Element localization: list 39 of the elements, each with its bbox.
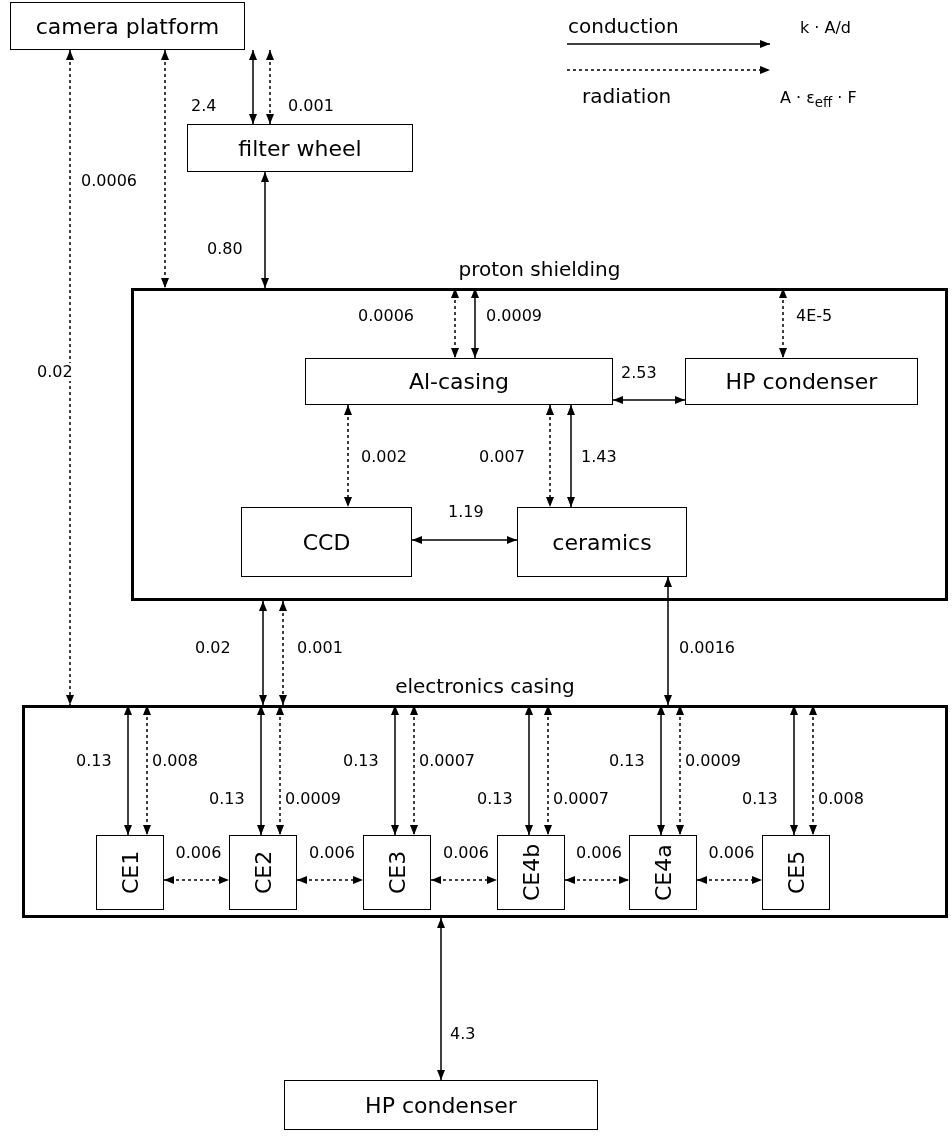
- formula-label: A · ε$_{eff}$ · F: [780, 88, 857, 111]
- component-box: ceramics: [517, 507, 687, 577]
- group-heading: proton shielding: [457, 257, 622, 281]
- component-box: Al-casing: [305, 358, 613, 405]
- connector-arrow: [266, 49, 274, 125]
- formula-label: k · A/d: [800, 18, 851, 37]
- connector-arrow: [259, 600, 267, 706]
- connector-arrow: [430, 876, 498, 884]
- connector-arrow: [411, 536, 518, 544]
- connector-arrow: [249, 49, 257, 125]
- connector-arrow: [437, 917, 445, 1081]
- component-box: CE4a: [629, 835, 697, 910]
- connector-arrow: [567, 404, 575, 508]
- connector-arrow: [66, 49, 74, 706]
- connector-arrow: [546, 404, 554, 508]
- component-box: CE1: [96, 835, 164, 910]
- connector-arrow: [161, 49, 169, 289]
- connector-arrow: [344, 404, 352, 508]
- component-box: camera platform: [10, 2, 245, 50]
- legend-text: radiation: [582, 84, 672, 108]
- connector-arrow: [261, 171, 269, 289]
- legend-text: conduction: [568, 14, 679, 38]
- edge-label: 0.02: [36, 363, 74, 381]
- group-heading: electronics casing: [394, 674, 576, 698]
- component-box: CE3: [363, 835, 431, 910]
- component-box: filter wheel: [187, 124, 413, 172]
- component-box: HP condenser: [685, 358, 918, 405]
- component-box: CE4b: [497, 835, 565, 910]
- connector-arrow: [296, 876, 364, 884]
- component-box: CE2: [229, 835, 297, 910]
- connector-arrow: [664, 576, 672, 706]
- component-box: HP condenser: [284, 1080, 598, 1130]
- connector-arrow: [564, 876, 630, 884]
- component-box: CCD: [241, 507, 412, 577]
- component-box: CE5: [762, 835, 830, 910]
- connector-arrow: [696, 876, 763, 884]
- connector-arrow: [279, 600, 287, 706]
- connector-arrow: [612, 396, 686, 404]
- connector-arrow: [163, 876, 230, 884]
